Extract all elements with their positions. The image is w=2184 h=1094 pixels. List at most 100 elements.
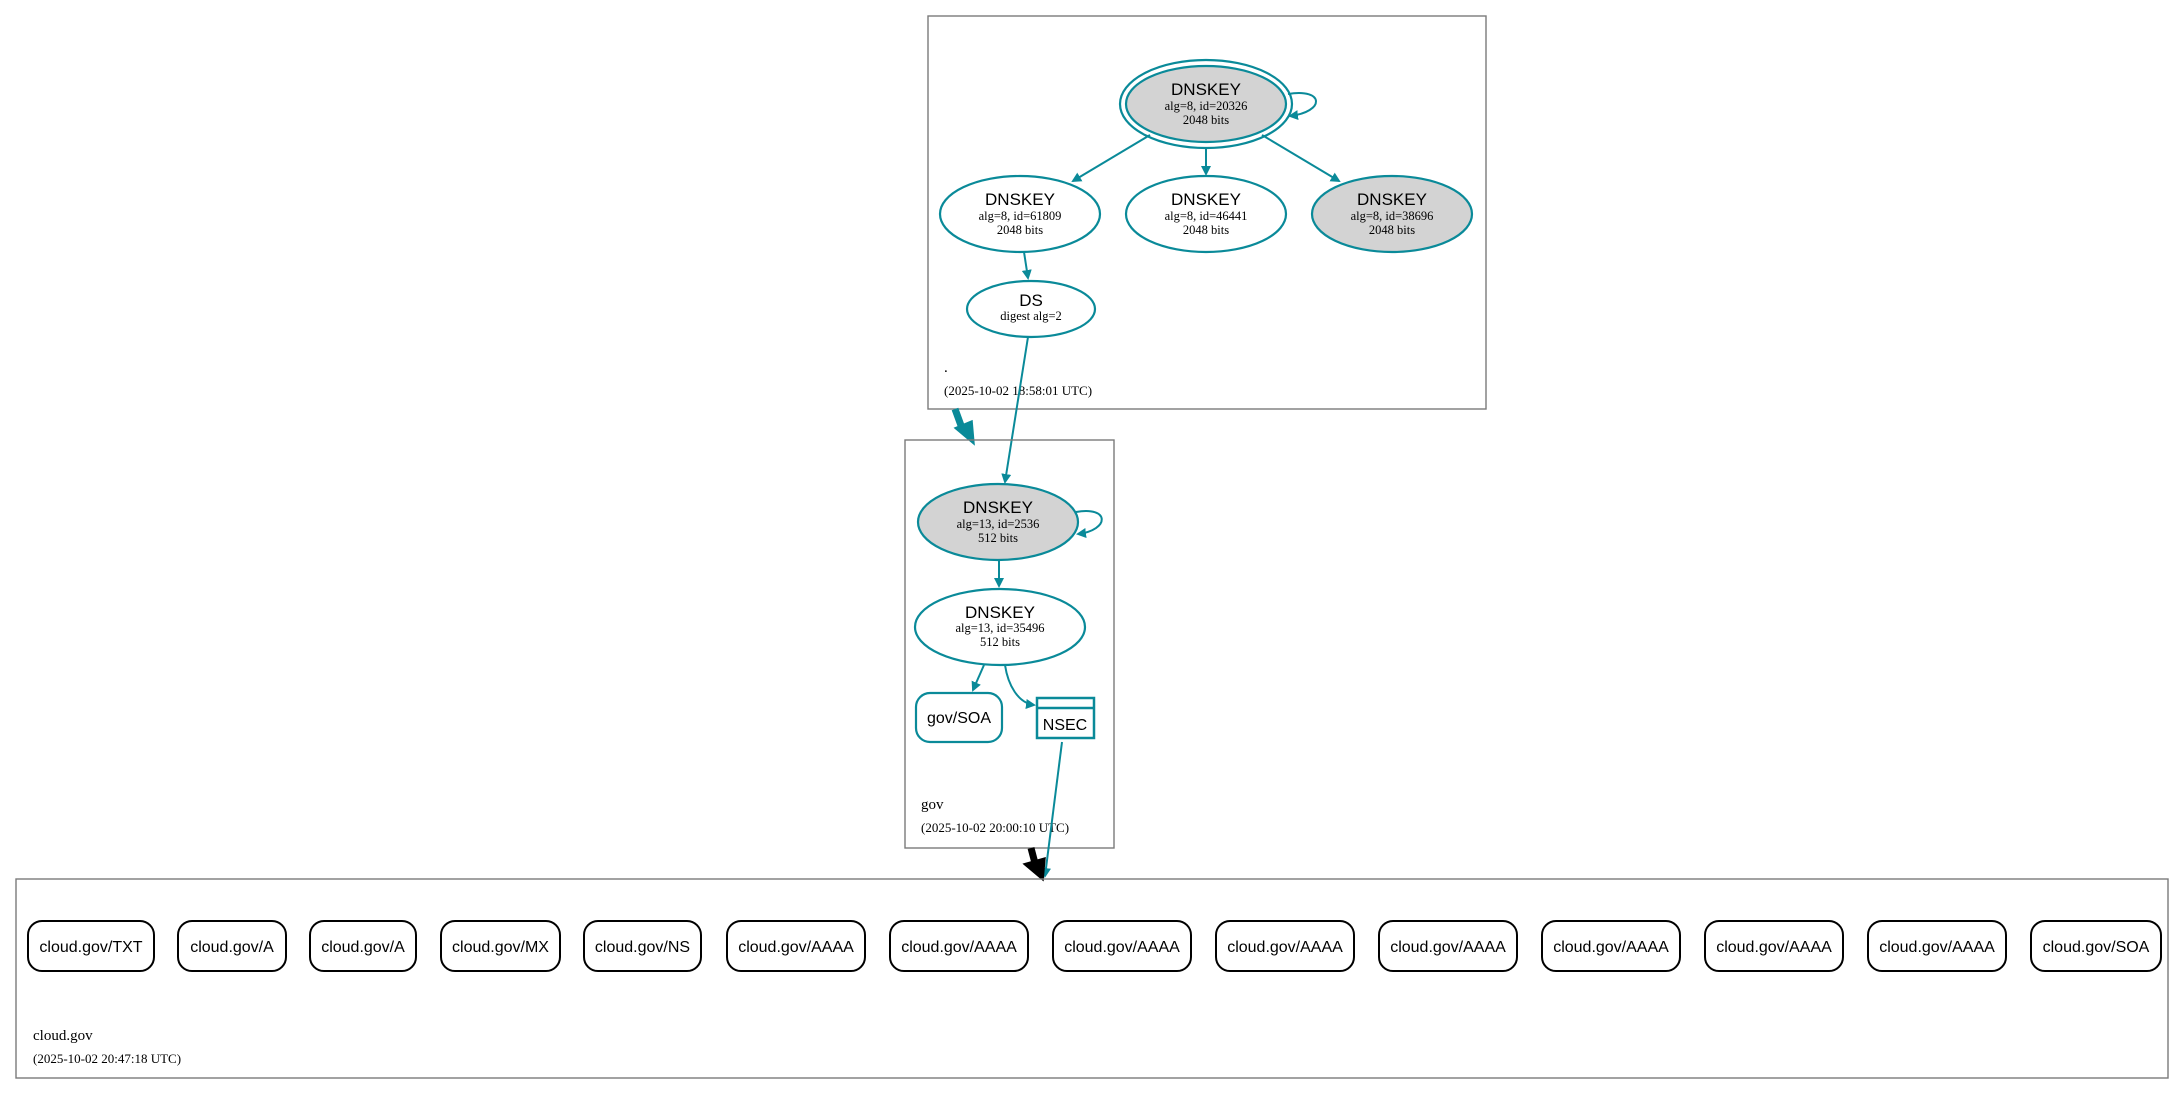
cloud-zone: cloud.gov/TXT cloud.gov/A cloud.gov/A cloud… bbox=[15, 878, 2169, 1079]
cloud-record-label: cloud.gov/AAAA bbox=[1390, 939, 1506, 956]
gov-nsec-node[interactable]: NSEC bbox=[1035, 696, 1096, 740]
cloud-record-box bbox=[1052, 920, 1192, 972]
gov-nsec-box bbox=[1035, 696, 1096, 740]
gov-zsk-node[interactable]: DNSKEY alg=13, id=35496 512 bits bbox=[913, 587, 1087, 667]
cloud-record-label: cloud.gov/AAAA bbox=[738, 939, 854, 956]
cloud-record-label: cloud.gov/AAAA bbox=[1879, 939, 1995, 956]
gov-zsk-alg: alg=13, id=35496 bbox=[955, 621, 1044, 635]
root-ksk-title: DNSKEY bbox=[1171, 80, 1241, 99]
gov-zone-name: gov bbox=[921, 797, 944, 813]
root-zsk-46441-node[interactable]: DNSKEY alg=8, id=46441 2048 bits bbox=[1124, 174, 1288, 254]
cloud-record-node[interactable]: cloud.gov/AAAA bbox=[1215, 920, 1355, 972]
cloud-record-box bbox=[1541, 920, 1681, 972]
cloud-record-node[interactable]: cloud.gov/AAAA bbox=[889, 920, 1029, 972]
root-zsk-61809-bits: 2048 bits bbox=[997, 223, 1043, 237]
root-ksk-self-edge bbox=[1287, 92, 1317, 121]
root-zone-timestamp: (2025-10-02 18:58:01 UTC) bbox=[944, 383, 1092, 398]
cloud-record-box bbox=[440, 920, 561, 972]
cloud-record-node[interactable]: cloud.gov/AAAA bbox=[726, 920, 866, 972]
gov-zsk-title: DNSKEY bbox=[965, 603, 1035, 622]
cloud-record-node[interactable]: cloud.gov/A bbox=[177, 920, 287, 972]
cloud-record-box bbox=[889, 920, 1029, 972]
cloud-record-label: cloud.gov/AAAA bbox=[1227, 939, 1343, 956]
root-zsk-to-ds-edge bbox=[1021, 251, 1032, 280]
root-ksk-node[interactable]: DNSKEY alg=8, id=20326 2048 bits bbox=[1118, 58, 1294, 150]
cloud-zone-box bbox=[15, 878, 2169, 1079]
cloud-record-box bbox=[1704, 920, 1844, 972]
root-zsk-38696-alg: alg=8, id=38696 bbox=[1351, 209, 1434, 223]
cloud-record-label: cloud.gov/AAAA bbox=[1553, 939, 1669, 956]
root-zsk-61809-ellipse bbox=[938, 174, 1102, 254]
gov-ksk-bits: 512 bits bbox=[978, 531, 1018, 545]
cloud-record-box bbox=[2030, 920, 2162, 972]
root-zone-name: . bbox=[944, 360, 948, 376]
root-ksk-to-zsk-38696-edge bbox=[1261, 134, 1341, 183]
cloud-record-box bbox=[726, 920, 866, 972]
root-to-gov-delegation bbox=[951, 407, 975, 446]
cloud-record-node[interactable]: cloud.gov/A bbox=[309, 920, 417, 972]
root-ksk-bits: 2048 bits bbox=[1183, 113, 1229, 127]
root-zone: DNSKEY alg=8, id=20326 2048 bits DNSKEY … bbox=[927, 15, 1487, 410]
cloud-record-label: cloud.gov/SOA bbox=[2043, 939, 2150, 956]
gov-soa-box bbox=[914, 691, 1004, 744]
root-zsk-61809-node[interactable]: DNSKEY alg=8, id=61809 2048 bits bbox=[938, 174, 1102, 254]
gov-zsk-bits: 512 bits bbox=[980, 635, 1020, 649]
gov-zsk-to-nsec-edge bbox=[1004, 664, 1036, 709]
root-ksk-ellipse bbox=[1124, 64, 1288, 144]
cloud-record-label: cloud.gov/NS bbox=[595, 939, 690, 956]
gov-zsk-ellipse bbox=[913, 587, 1087, 667]
gov-soa-node[interactable]: gov/SOA bbox=[914, 691, 1004, 744]
gov-to-cloud-delegation bbox=[1022, 847, 1046, 882]
gov-zone-timestamp: (2025-10-02 20:00:10 UTC) bbox=[921, 820, 1069, 835]
gov-zone: DNSKEY alg=13, id=2536 512 bits DNSKEY a… bbox=[904, 439, 1115, 849]
cloud-record-node[interactable]: cloud.gov/MX bbox=[440, 920, 561, 972]
gov-zone-box bbox=[904, 439, 1115, 849]
root-ksk-alg: alg=8, id=20326 bbox=[1165, 99, 1248, 113]
ds-to-gov-ksk-edge bbox=[1001, 336, 1029, 484]
gov-to-cloud-delegation-head bbox=[1022, 856, 1046, 882]
gov-nsec-label: NSEC bbox=[1043, 717, 1087, 734]
gov-soa-label: gov/SOA bbox=[927, 710, 991, 727]
cloud-record-label: cloud.gov/AAAA bbox=[901, 939, 1017, 956]
cloud-record-node[interactable]: cloud.gov/NS bbox=[583, 920, 702, 972]
cloud-record-node[interactable]: cloud.gov/AAAA bbox=[1052, 920, 1192, 972]
root-ds-ellipse bbox=[965, 279, 1097, 339]
cloud-records: cloud.gov/TXT cloud.gov/A cloud.gov/A cloud… bbox=[27, 920, 2162, 972]
cloud-record-node[interactable]: cloud.gov/AAAA bbox=[1378, 920, 1518, 972]
root-zsk-61809-title: DNSKEY bbox=[985, 190, 1055, 209]
cloud-record-node[interactable]: cloud.gov/SOA bbox=[2030, 920, 2162, 972]
cloud-record-box bbox=[1215, 920, 1355, 972]
cloud-zone-timestamp: (2025-10-02 20:47:18 UTC) bbox=[33, 1051, 181, 1066]
root-ksk-to-zsk-61809-edge bbox=[1071, 134, 1151, 183]
cloud-record-box bbox=[309, 920, 417, 972]
cloud-record-box bbox=[27, 920, 155, 972]
gov-ksk-node[interactable]: DNSKEY alg=13, id=2536 512 bits bbox=[916, 482, 1080, 562]
cloud-record-label: cloud.gov/MX bbox=[452, 939, 549, 956]
gov-ksk-alg: alg=13, id=2536 bbox=[957, 517, 1040, 531]
gov-zsk-to-soa-edge bbox=[971, 664, 985, 692]
cloud-record-node[interactable]: cloud.gov/AAAA bbox=[1541, 920, 1681, 972]
cloud-record-label: cloud.gov/A bbox=[190, 939, 274, 956]
root-ds-title: DS bbox=[1019, 291, 1043, 310]
cloud-record-box bbox=[1867, 920, 2007, 972]
root-zsk-46441-title: DNSKEY bbox=[1171, 190, 1241, 209]
root-zsk-38696-ellipse bbox=[1310, 174, 1474, 254]
root-zsk-61809-alg: alg=8, id=61809 bbox=[979, 209, 1062, 223]
root-zsk-46441-bits: 2048 bits bbox=[1183, 223, 1229, 237]
gov-ksk-title: DNSKEY bbox=[963, 498, 1033, 517]
cloud-record-node[interactable]: cloud.gov/TXT bbox=[27, 920, 155, 972]
root-zsk-46441-alg: alg=8, id=46441 bbox=[1165, 209, 1248, 223]
root-zone-box bbox=[927, 15, 1487, 410]
root-ds-node[interactable]: DS digest alg=2 bbox=[965, 279, 1097, 339]
gov-ksk-self-edge bbox=[1075, 510, 1103, 538]
root-zsk-38696-bits: 2048 bits bbox=[1369, 223, 1415, 237]
root-ds-digest: digest alg=2 bbox=[1000, 309, 1062, 323]
cloud-record-node[interactable]: cloud.gov/AAAA bbox=[1704, 920, 1844, 972]
root-zsk-46441-ellipse bbox=[1124, 174, 1288, 254]
cloud-record-box bbox=[583, 920, 702, 972]
cloud-record-label: cloud.gov/A bbox=[321, 939, 405, 956]
cloud-record-box bbox=[177, 920, 287, 972]
root-zsk-38696-node[interactable]: DNSKEY alg=8, id=38696 2048 bits bbox=[1310, 174, 1474, 254]
cloud-record-node[interactable]: cloud.gov/AAAA bbox=[1867, 920, 2007, 972]
